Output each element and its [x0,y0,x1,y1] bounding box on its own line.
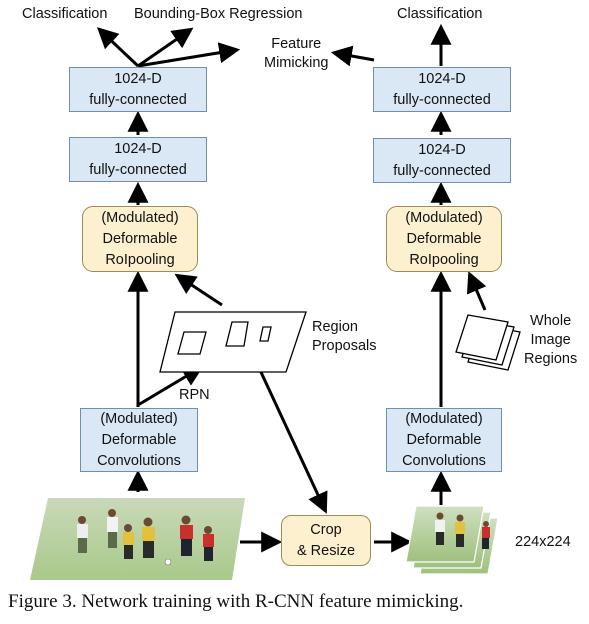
proposal-box [259,326,272,342]
player-figure [123,524,134,559]
region-proposals-label: Region Proposals [312,319,377,354]
input-image [30,498,245,580]
right-roipooling: (Modulated) Deformable RoIpooling [386,206,502,272]
bbox-regression-label: Bounding-Box Regression [134,6,303,22]
player-figure [455,514,465,547]
whole-image-regions-stack [455,314,521,371]
player-figure [203,526,214,561]
proposal-box [177,331,207,355]
proposal-arrows [137,271,487,514]
left-fc-bottom: 1024-D fully-connected [69,137,207,182]
cropped-regions-stack [405,505,499,575]
player-figure [77,516,88,553]
whole-image-regions-label: Whole Image Regions [524,313,578,367]
right-fc-bottom: 1024-D fully-connected [373,138,511,183]
crop-resize-box: Crop & Resize [281,515,371,566]
right-classification-label: Classification [397,6,483,22]
figure-caption: Figure 3. Network training with R-CNN fe… [8,591,464,612]
player-figure [180,515,193,556]
player-figure [107,509,118,548]
left-output-arrows [96,27,241,68]
rpn-label: RPN [179,387,210,403]
left-deformable-conv: (Modulated) Deformable Convolutions [80,408,198,472]
player-figure [142,517,155,558]
right-deformable-conv: (Modulated) Deformable Convolutions [386,408,502,472]
right-fc-top: 1024-D fully-connected [373,67,511,112]
left-fc-top: 1024-D fully-connected [69,67,207,112]
proposal-box [225,321,249,347]
left-roipooling: (Modulated) Deformable RoIpooling [82,206,198,272]
player-figure [435,512,445,545]
player-figure [482,521,490,549]
right-column-arrows [330,23,452,505]
ball [164,558,172,566]
region-proposals-panel [159,311,307,373]
feature-mimicking-label: Feature Mimicking [264,36,329,71]
left-classification-label: Classification [22,6,108,22]
size-label: 224x224 [515,534,571,550]
